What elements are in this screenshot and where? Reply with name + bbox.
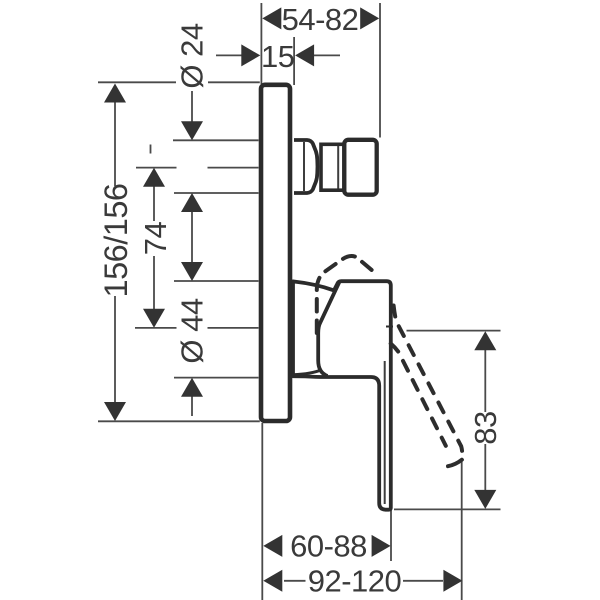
svg-text:83: 83 (468, 411, 503, 444)
svg-text:74: 74 (138, 222, 173, 256)
svg-text:Ø 24: Ø 24 (175, 23, 210, 88)
svg-text:15: 15 (261, 39, 294, 74)
svg-text:54-82: 54-82 (282, 2, 359, 37)
svg-text:92-120: 92-120 (308, 564, 402, 599)
svg-text:Ø 44: Ø 44 (175, 298, 210, 363)
svg-text:156/156: 156/156 (98, 184, 134, 298)
svg-text:60-88: 60-88 (290, 529, 367, 564)
